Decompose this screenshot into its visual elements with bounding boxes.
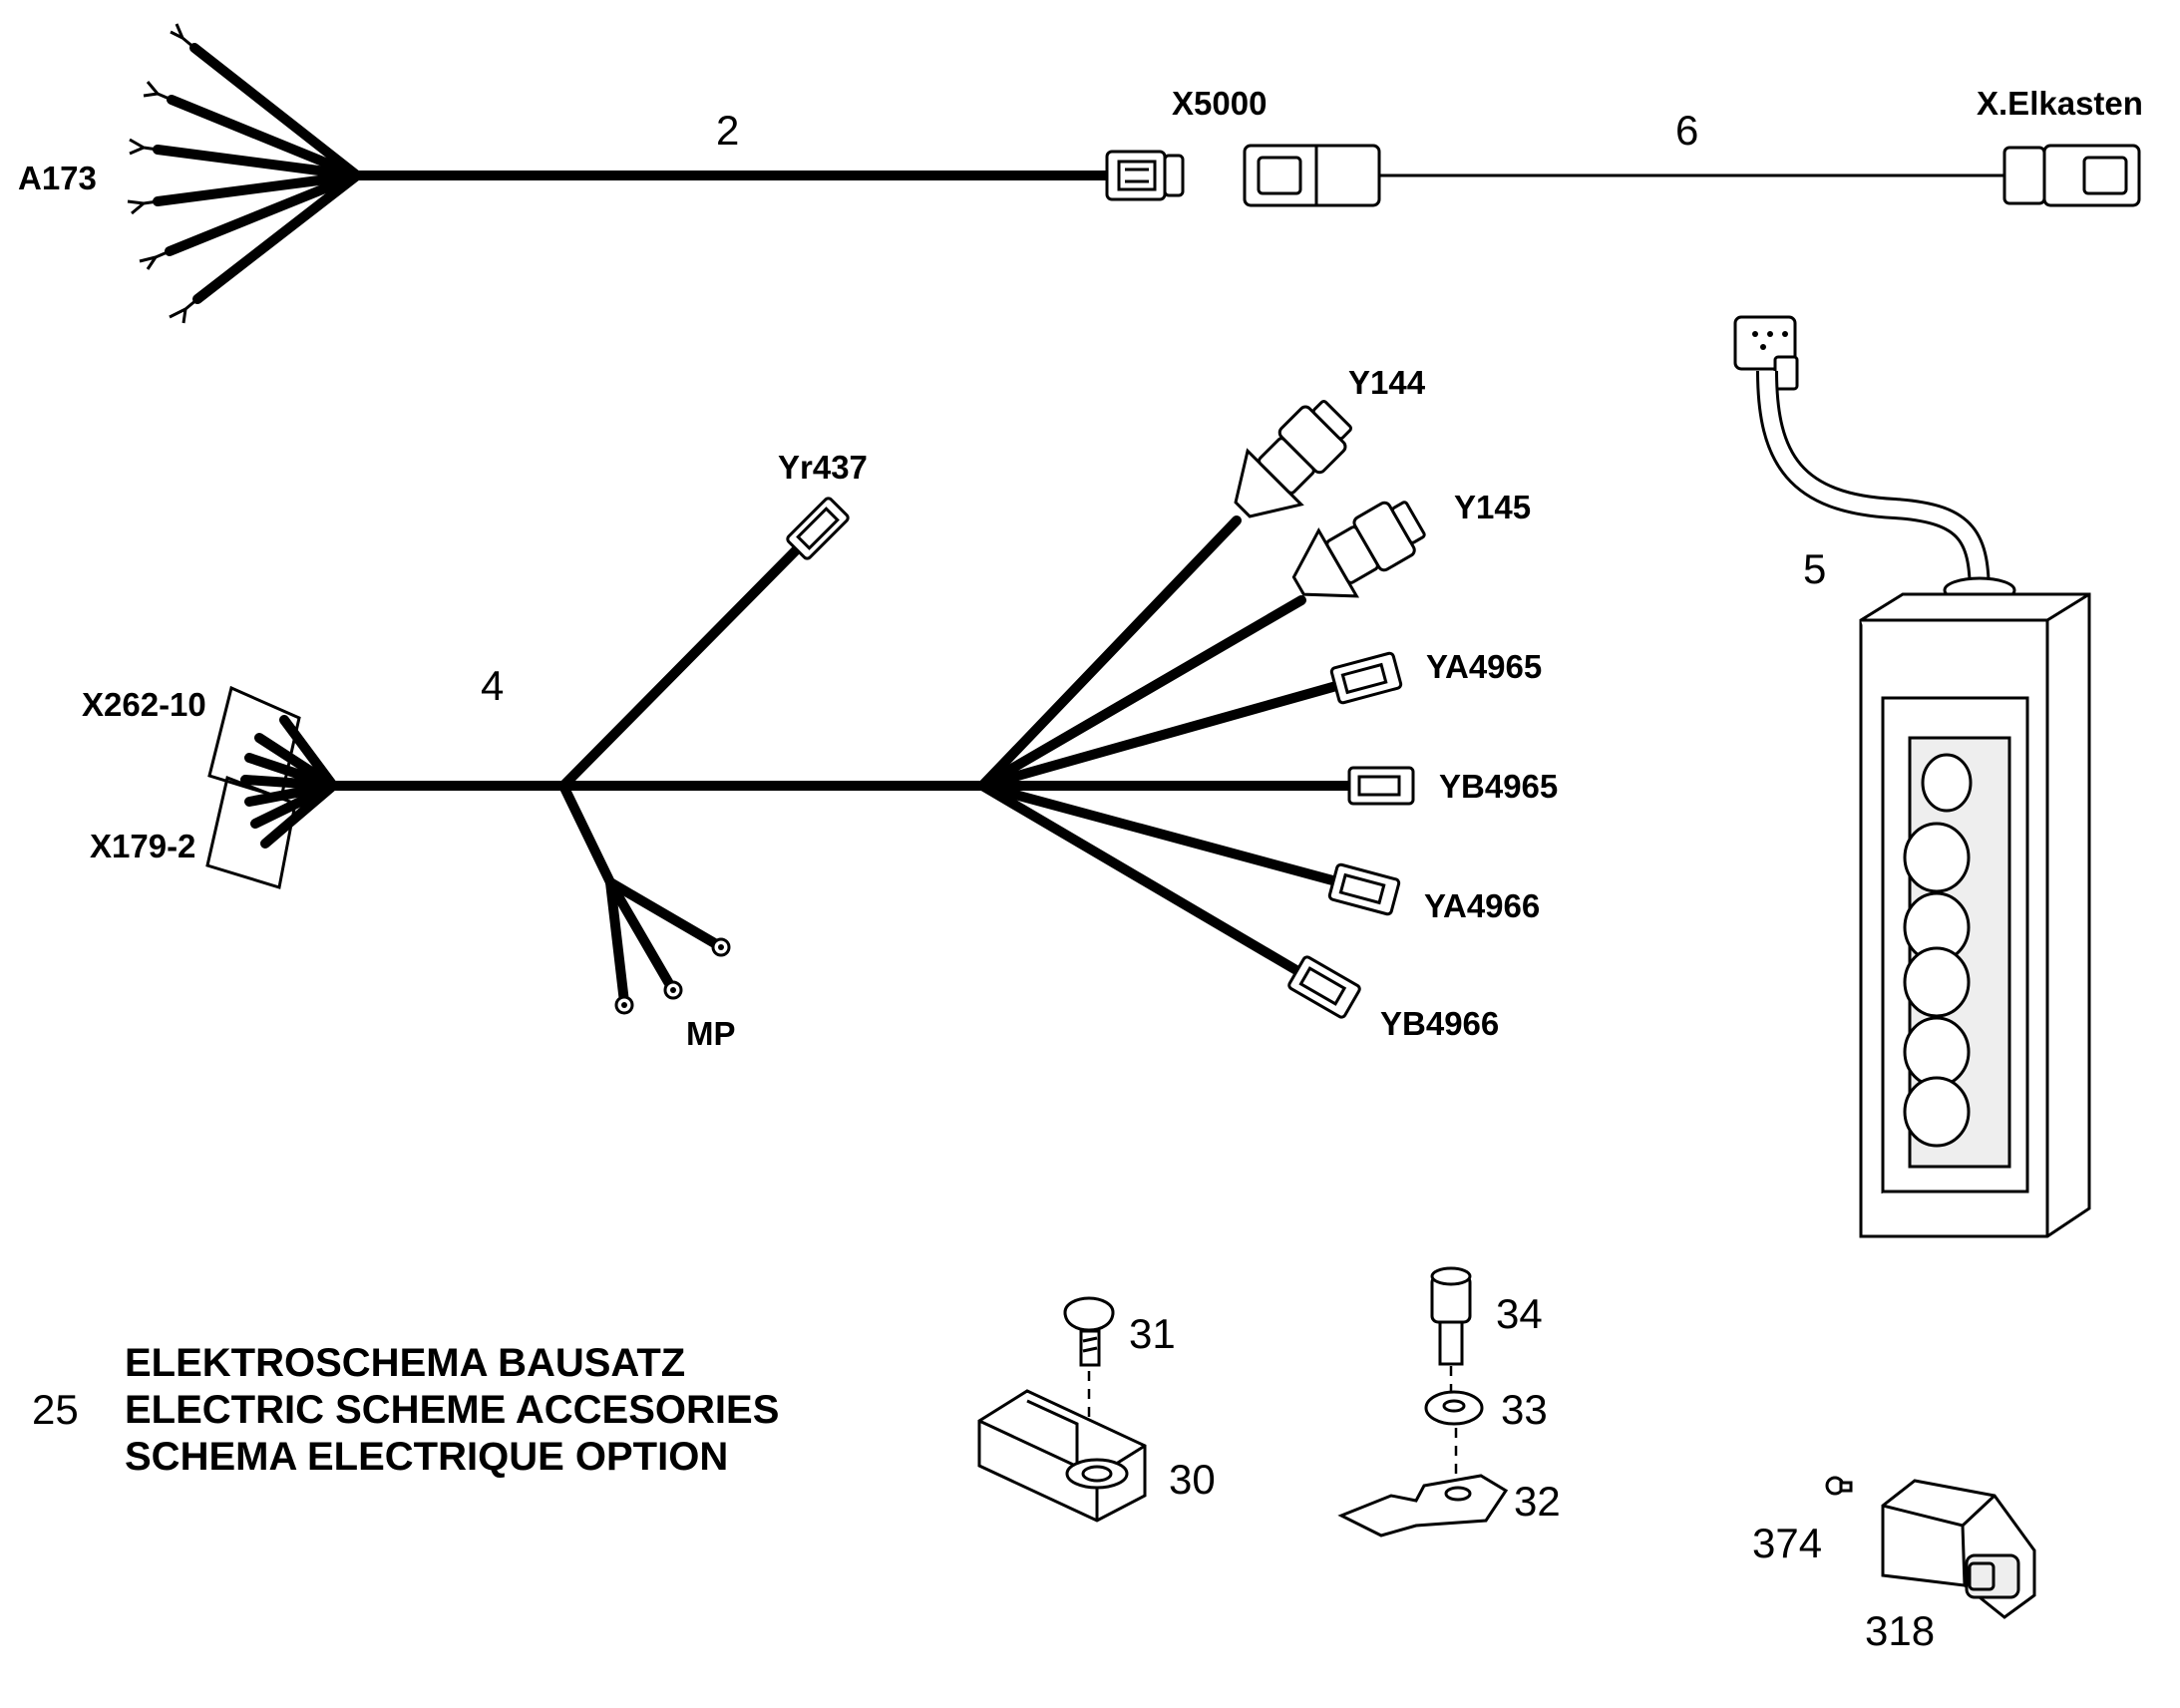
bolt-34 — [1430, 1266, 1472, 1391]
label-yb4966: YB4966 — [1380, 1005, 1499, 1042]
callout-33: 33 — [1501, 1386, 1548, 1433]
callout-5: 5 — [1803, 545, 1826, 592]
label-y145: Y145 — [1454, 489, 1531, 525]
yb4966-plug — [1287, 955, 1361, 1019]
y145-plug — [1291, 501, 1426, 598]
pendant-buttons — [1903, 753, 1973, 1148]
callout-2: 2 — [716, 107, 739, 154]
callout-30: 30 — [1169, 1456, 1216, 1503]
title-line-de: ELEKTROSCHEMA BAUSATZ — [125, 1341, 685, 1385]
callout-374: 374 — [1752, 1520, 1822, 1566]
callout-4: 4 — [481, 662, 504, 709]
yb4965-plug — [1347, 766, 1415, 806]
label-x262-10: X262-10 — [82, 686, 206, 723]
label-ya4966: YA4966 — [1424, 887, 1540, 924]
callout-31: 31 — [1129, 1310, 1176, 1357]
label-yb4965: YB4965 — [1439, 768, 1558, 805]
cable-4 — [205, 515, 1356, 1015]
ya4966-plug — [1327, 862, 1401, 916]
pendant-control-box — [1733, 315, 2091, 1238]
title-line-fr: SCHEMA ELECTRIQUE OPTION — [125, 1435, 728, 1479]
clamp-30 — [977, 1389, 1147, 1523]
label-mp: MP — [686, 1015, 736, 1052]
label-y144: Y144 — [1348, 364, 1426, 401]
washer-33 — [1424, 1390, 1484, 1486]
screw-374 — [1825, 1476, 1853, 1496]
x5000-plug — [1105, 150, 1185, 201]
bracket-32 — [1337, 1474, 1509, 1537]
callout-318: 318 — [1865, 1607, 1935, 1654]
y144-plug — [1234, 400, 1352, 518]
label-x179-2: X179-2 — [90, 828, 195, 864]
cable-2 — [127, 23, 1112, 324]
cable-6 — [1243, 144, 2141, 207]
connector-318 — [1881, 1479, 2036, 1619]
callout-34: 34 — [1496, 1290, 1543, 1337]
label-ya4965: YA4965 — [1426, 648, 1542, 685]
label-yr437: Yr437 — [778, 449, 868, 486]
ya4965-plug — [1329, 651, 1403, 705]
yr437-plug — [786, 497, 850, 560]
label-a173: A173 — [18, 160, 97, 196]
label-x-elkasten: X.Elkasten — [1977, 85, 2143, 122]
callout-25: 25 — [32, 1386, 79, 1433]
callout-6: 6 — [1675, 107, 1698, 154]
callout-32: 32 — [1514, 1478, 1561, 1525]
label-x5000: X5000 — [1172, 85, 1267, 122]
title-line-en: ELECTRIC SCHEME ACCESORIES — [125, 1388, 779, 1432]
